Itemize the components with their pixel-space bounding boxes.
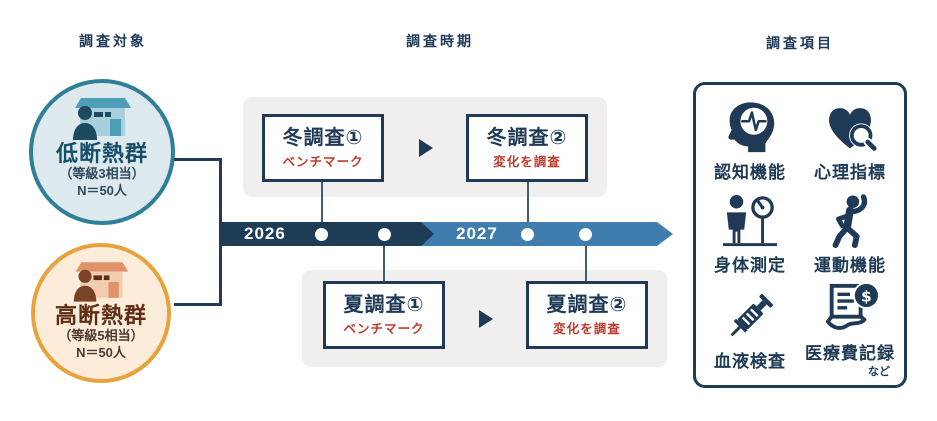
item-label: 運動機能 (814, 256, 886, 276)
summer-survey-2-box: 夏調査② 変化を調査 (526, 281, 648, 349)
item-cognitive-function: 認知機能 (700, 95, 800, 189)
survey-title: 夏調査① (343, 293, 425, 316)
medical-receipt-icon: $ (820, 282, 880, 336)
item-label: 心理指標 (814, 162, 886, 182)
connector-summer2 (585, 242, 587, 282)
connector-winter1 (321, 182, 323, 226)
house-person-icon (73, 98, 131, 140)
timeline-2027-segment: 2027 (420, 222, 673, 246)
item-label: 医療費記録 (805, 344, 895, 363)
exercise-icon (826, 194, 874, 249)
item-medical-cost-records: $ 医療費記録 など (800, 282, 900, 379)
connector-summer1 (383, 242, 385, 282)
header-survey-subjects: 調査対象 (79, 33, 147, 49)
brain-icon (723, 101, 777, 155)
group-grade: （等級5相当） (58, 328, 144, 344)
header-survey-timing: 調査時期 (406, 33, 474, 49)
survey-title: 冬調査① (282, 126, 364, 149)
item-psychological-indicators: 心理指標 (800, 95, 900, 189)
survey-title: 冬調査② (486, 126, 568, 149)
survey-note: 変化を調査 (493, 154, 561, 169)
arrow-right-icon (419, 139, 433, 157)
item-motor-function: 運動機能 (800, 189, 900, 283)
svg-text:$: $ (861, 287, 872, 305)
syringe-icon (723, 290, 777, 344)
item-label: 身体測定 (714, 256, 786, 276)
house-person-icon (73, 262, 129, 302)
item-label: 認知機能 (714, 162, 786, 182)
low-insulation-group-circle: 低断熱群 （等級3相当） N＝50人 (29, 79, 175, 225)
timeline-dot-summer2 (579, 228, 592, 241)
timeline-dot-summer1 (378, 228, 391, 241)
winter-survey-2-box: 冬調査② 変化を調査 (466, 114, 588, 182)
body-measure-icon (721, 194, 779, 248)
bracket-top-line (174, 158, 222, 161)
group-sample-size: N＝50人 (76, 345, 126, 361)
heart-magnifier-icon (822, 101, 878, 155)
timeline-year-2026: 2026 (244, 224, 286, 243)
connector-winter2 (527, 182, 529, 226)
timeline-year-2027: 2027 (456, 224, 498, 243)
timeline-dot-winter2 (521, 228, 534, 241)
item-blood-test: 血液検査 (700, 282, 800, 379)
group-sample-size: N＝50人 (77, 183, 127, 199)
survey-note: ベンチマーク (343, 321, 425, 336)
bracket-bottom-line (174, 303, 222, 306)
timeline-dot-winter1 (315, 228, 328, 241)
survey-note: 変化を調査 (553, 321, 621, 336)
high-insulation-group-circle: 高断熱群 （等級5相当） N＝50人 (31, 243, 171, 383)
item-label: 血液検査 (714, 351, 786, 371)
survey-note: ベンチマーク (282, 154, 364, 169)
timeline-2026-segment: 2026 (222, 222, 434, 246)
group-name: 低断熱群 (55, 141, 148, 166)
survey-items-panel: 認知機能 心理指標 (693, 82, 907, 388)
item-etc-note: など (868, 366, 890, 378)
summer-survey-1-box: 夏調査① ベンチマーク (323, 281, 445, 349)
arrow-right-icon (479, 310, 493, 328)
winter-survey-1-box: 冬調査① ベンチマーク (262, 114, 384, 182)
group-grade: （等級3相当） (59, 166, 145, 182)
bracket-vertical-line (219, 158, 222, 306)
survey-title: 夏調査② (546, 293, 628, 316)
item-body-measurement: 身体測定 (700, 189, 800, 283)
group-name: 高断熱群 (54, 303, 147, 328)
header-survey-items: 調査項目 (766, 35, 834, 51)
